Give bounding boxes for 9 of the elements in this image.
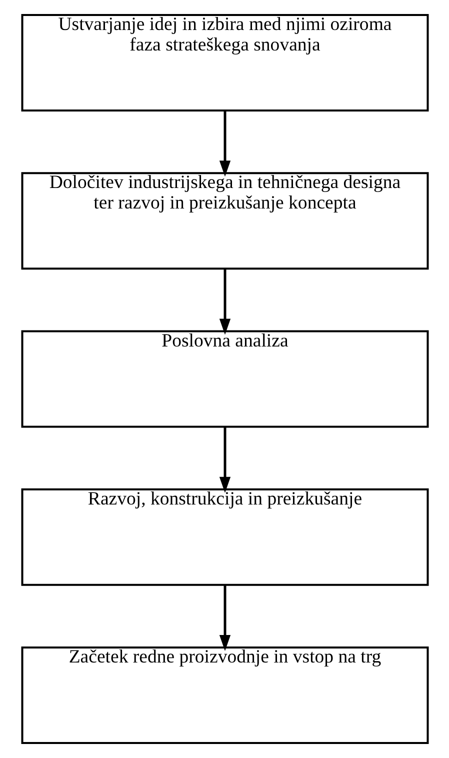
node-box: Določitev industrijskega in tehničnega designa ter razvoj in preizkušanje koncepta xyxy=(20,172,428,270)
arrow xyxy=(218,427,230,493)
arrow xyxy=(218,110,230,177)
node-box: Razvoj, konstrukcija in preizkušanje xyxy=(20,488,428,586)
node-box: Začetek redne proizvodnje in vstop na trg xyxy=(20,646,428,744)
arrow xyxy=(218,585,230,651)
node-box: Ustvarjanje idej in izbira med njimi oziroma faza strateškega snovanja xyxy=(20,14,428,112)
node-box: Poslovna analiza xyxy=(20,330,428,428)
arrow xyxy=(218,268,230,335)
